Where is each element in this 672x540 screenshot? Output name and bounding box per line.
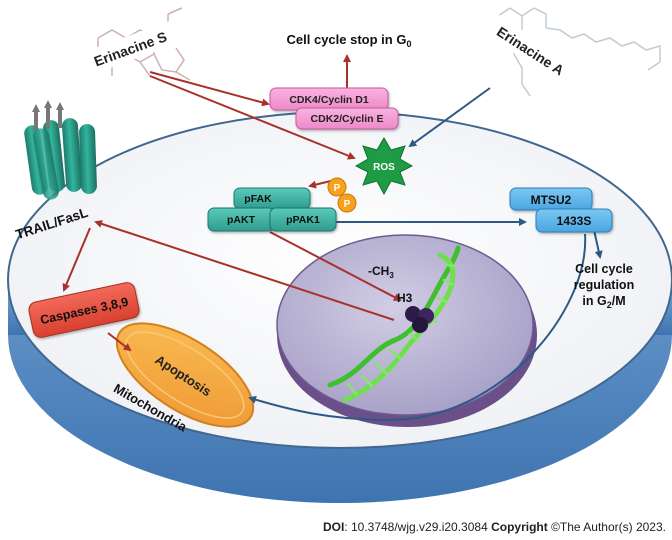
doi-copyright-line: DOI: 10.3748/wjg.v29.i20.3084 Copyright …	[0, 520, 666, 534]
dna-helix-icon	[327, 245, 461, 403]
arrows-blue	[248, 87, 603, 422]
ppak1-box: pPAK1	[269, 207, 337, 232]
svg-text:MTSU2: MTSU2	[531, 193, 572, 207]
methyl-label: -CH3	[368, 264, 394, 280]
svg-text:pAKT: pAKT	[227, 214, 256, 226]
doi-label: DOI	[322, 520, 345, 534]
erinacine-a-label-box: Erinacine A	[483, 13, 581, 88]
svg-text:Cell cycle: Cell cycle	[575, 262, 633, 276]
up-arrows-icon	[32, 100, 64, 130]
erinacine-a-label: Erinacine A	[494, 23, 567, 78]
cell-cycle-regulation-label: Cell cycle regulation in G2/M	[574, 262, 634, 310]
svg-text:pFAK: pFAK	[244, 193, 272, 205]
svg-text:CDK4/Cyclin D1: CDK4/Cyclin D1	[289, 94, 369, 106]
pfak-box: pFAK	[233, 187, 311, 210]
receptor-cylinders-icon	[24, 118, 97, 200]
svg-text:pPAK1: pPAK1	[286, 214, 320, 226]
pakt-box: pAKT	[207, 207, 275, 232]
cell-cycle-stop-label: Cell cycle stop in G0	[287, 32, 412, 49]
arrows-red	[62, 54, 402, 352]
phospho-circle-1: P	[327, 177, 347, 197]
1433s-box: 1433S	[535, 208, 613, 233]
svg-text:ROS: ROS	[373, 162, 395, 173]
caspases-box: Caspases 3,8,9	[28, 282, 140, 338]
svg-text:P: P	[344, 199, 351, 210]
cdk4-box: CDK4/Cyclin D1	[269, 87, 389, 111]
svg-text:in G2/M: in G2/M	[582, 294, 625, 310]
ros-star: ROS	[354, 137, 414, 196]
copyright-value: ©The Author(s) 2023.	[547, 520, 666, 534]
erinacine-s-label-box: Erinacine S	[77, 18, 183, 78]
cdk2-box: CDK2/Cyclin E	[295, 107, 399, 130]
mtsu2-box: MTSU2	[509, 187, 593, 211]
doi-value: : 10.3748/wjg.v29.i20.3084	[344, 520, 492, 534]
svg-text:P: P	[334, 183, 341, 194]
mitochondria	[115, 322, 255, 428]
svg-text:1433S: 1433S	[557, 214, 592, 228]
phospho-circle-2: P	[337, 193, 357, 213]
svg-text:regulation: regulation	[574, 278, 634, 292]
h3-label: H3	[397, 291, 413, 305]
svg-text:CDK2/Cyclin E: CDK2/Cyclin E	[311, 113, 384, 125]
copyright-label: Copyright	[491, 520, 548, 534]
